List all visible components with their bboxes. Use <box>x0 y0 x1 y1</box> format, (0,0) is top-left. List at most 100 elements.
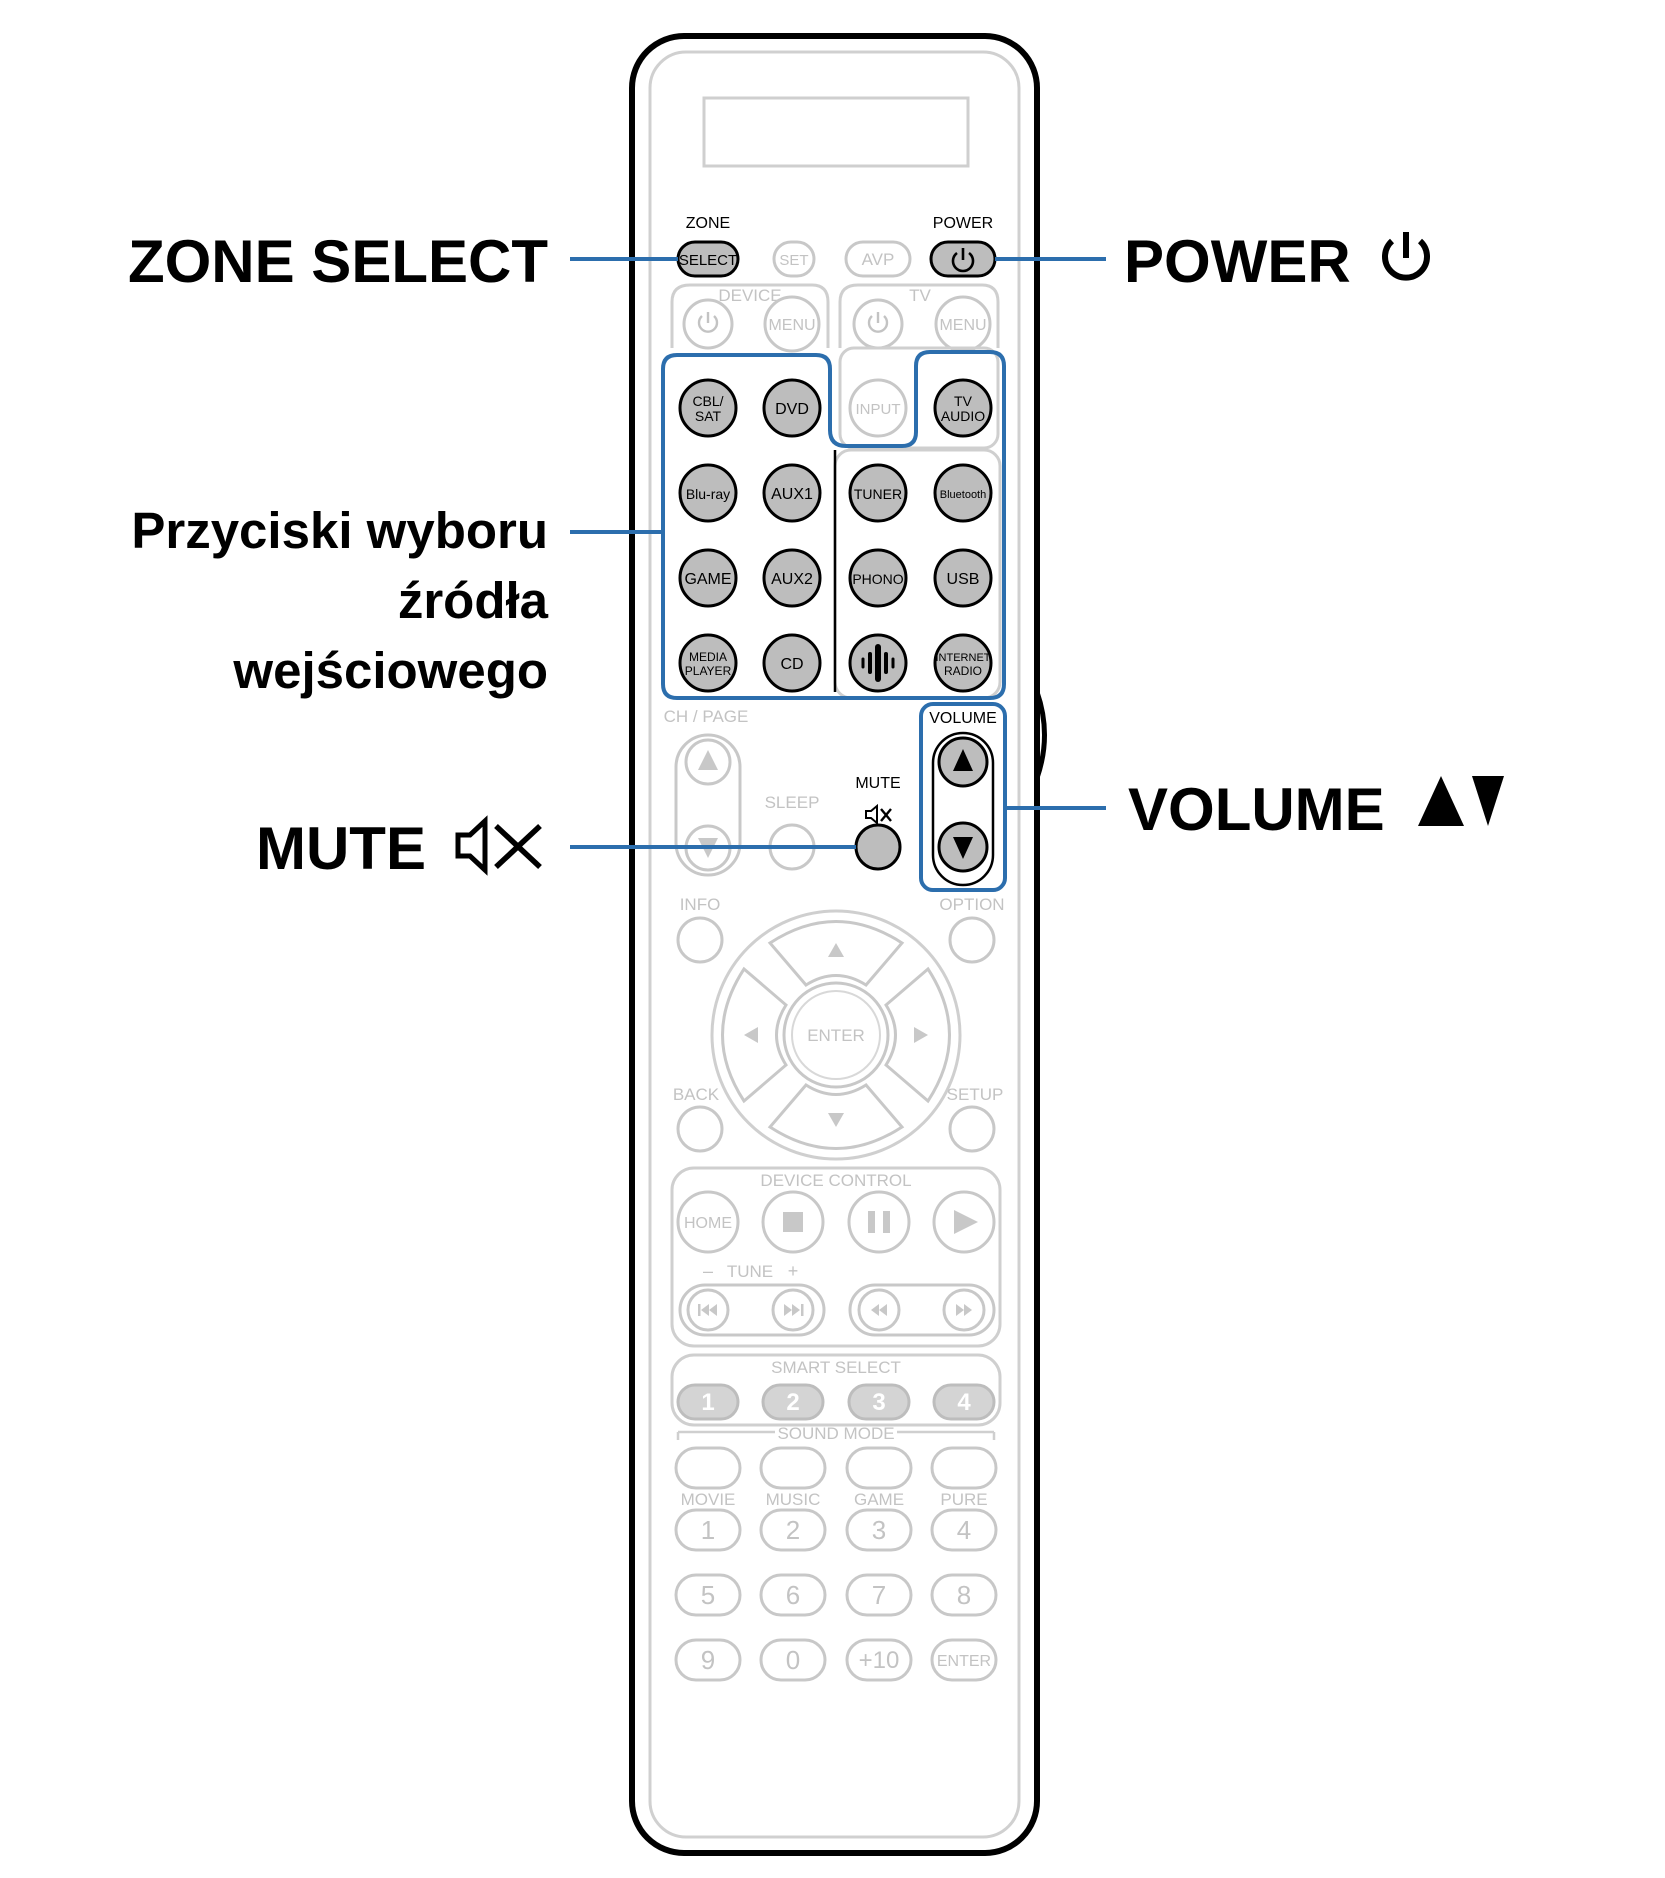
bluray-button[interactable]: Blu-ray <box>678 463 738 523</box>
key-enter-label: ENTER <box>937 1653 991 1670</box>
internet-radio-label-1: INTERNET <box>936 652 991 664</box>
cbl-sat-button[interactable]: CBL/ SAT <box>678 378 738 438</box>
key-6[interactable] <box>759 1573 827 1617</box>
cbl-sat-label-1: CBL/ <box>692 393 723 409</box>
phono-label: PHONO <box>852 571 903 587</box>
game-label: GAME <box>684 571 731 588</box>
smart-select-label: SMART SELECT <box>771 1358 901 1377</box>
fast-forward-icon <box>956 1304 972 1316</box>
media-player-button[interactable]: MEDIA PLAYER <box>678 633 738 693</box>
key-9-label: 9 <box>701 1645 715 1675</box>
volume-rocker[interactable] <box>931 731 995 887</box>
game-mode-button[interactable] <box>845 1446 913 1490</box>
movie-label: MOVIE <box>681 1490 736 1509</box>
power-callout: POWER <box>1124 228 1351 295</box>
power-button[interactable] <box>929 240 997 278</box>
up-arrow-icon <box>828 943 844 957</box>
play-icon <box>954 1210 978 1234</box>
input-source-callout-line2: źródła <box>398 572 549 629</box>
smart-select-3-button[interactable]: 3 <box>847 1383 911 1421</box>
play-button[interactable] <box>932 1190 996 1254</box>
power-icon <box>867 312 889 333</box>
heos-button[interactable] <box>848 633 908 693</box>
power-icon <box>697 312 719 333</box>
previous-button[interactable] <box>686 1288 730 1332</box>
key-0[interactable] <box>759 1638 827 1682</box>
enter-button[interactable] <box>782 981 890 1089</box>
bluetooth-button[interactable]: Bluetooth <box>933 463 993 523</box>
avp-button[interactable]: AVP <box>844 240 912 278</box>
ch-page-rocker[interactable] <box>674 733 742 877</box>
power-icon <box>951 248 975 273</box>
home-button[interactable]: HOME <box>676 1190 740 1254</box>
device-power-button[interactable] <box>682 298 734 350</box>
tv-menu-button[interactable]: MENU <box>934 295 992 353</box>
rewind-button[interactable] <box>857 1288 901 1332</box>
internet-radio-button[interactable]: INTERNET RADIO <box>933 633 993 693</box>
usb-button[interactable]: USB <box>933 548 993 608</box>
skip-forward-icon <box>784 1304 804 1316</box>
left-arrow-icon <box>744 1027 758 1043</box>
tv-menu-label: MENU <box>939 317 986 334</box>
tuner-button[interactable]: TUNER <box>848 463 908 523</box>
pause-button[interactable] <box>847 1190 911 1254</box>
key-4-label: 4 <box>957 1515 971 1545</box>
mute-button[interactable] <box>854 823 902 871</box>
key-enter[interactable] <box>930 1638 998 1682</box>
pure-label: PURE <box>940 1490 987 1509</box>
zone-label: ZONE <box>686 215 730 232</box>
tv-power-button[interactable] <box>852 298 904 350</box>
avp-button-label: AVP <box>862 250 895 269</box>
device-menu-button[interactable]: MENU <box>763 295 821 353</box>
phono-button[interactable]: PHONO <box>848 548 908 608</box>
mute-icon <box>455 815 542 876</box>
key-9[interactable] <box>674 1638 742 1682</box>
key-1[interactable] <box>674 1508 742 1552</box>
media-player-label-1: MEDIA <box>689 650 727 664</box>
keypad: 1 2 3 4 5 6 7 8 9 0 +10 ENTER <box>674 1508 998 1682</box>
smart-select-1-button[interactable]: 1 <box>676 1383 740 1421</box>
key-4[interactable] <box>930 1508 998 1552</box>
device-control-label: DEVICE CONTROL <box>760 1171 911 1190</box>
info-button[interactable] <box>676 916 724 964</box>
info-label: INFO <box>680 895 721 914</box>
back-label: BACK <box>673 1085 720 1104</box>
smart-select-2-label: 2 <box>786 1389 799 1416</box>
tv-audio-label-1: TV <box>954 393 973 409</box>
key-2[interactable] <box>759 1508 827 1552</box>
key-plus10[interactable] <box>845 1638 913 1682</box>
game-button[interactable]: GAME <box>678 548 738 608</box>
skip-back-icon <box>698 1304 717 1316</box>
game-mode-label: GAME <box>854 1490 904 1509</box>
smart-select-2-button[interactable]: 2 <box>761 1383 825 1421</box>
key-5[interactable] <box>674 1573 742 1617</box>
stop-button[interactable] <box>761 1190 825 1254</box>
input-button[interactable]: INPUT <box>848 378 908 438</box>
aux2-button[interactable]: AUX2 <box>762 548 822 608</box>
setup-button[interactable] <box>948 1105 996 1153</box>
aux2-label: AUX2 <box>771 571 813 588</box>
key-8[interactable] <box>930 1573 998 1617</box>
smart-select-4-button[interactable]: 4 <box>932 1383 996 1421</box>
aux1-label: AUX1 <box>771 486 813 503</box>
fast-forward-button[interactable] <box>942 1288 986 1332</box>
pure-button[interactable] <box>930 1446 998 1490</box>
tv-audio-label-2: AUDIO <box>941 408 985 424</box>
back-button[interactable] <box>676 1105 724 1153</box>
aux1-button[interactable]: AUX1 <box>762 463 822 523</box>
key-7[interactable] <box>845 1573 913 1617</box>
cd-button[interactable]: CD <box>762 633 822 693</box>
music-button[interactable] <box>759 1446 827 1490</box>
zone-select-button[interactable]: SELECT <box>676 240 740 278</box>
movie-button[interactable] <box>674 1446 742 1490</box>
dvd-button[interactable]: DVD <box>762 378 822 438</box>
set-button[interactable]: SET <box>772 240 816 278</box>
option-button[interactable] <box>948 916 996 964</box>
internet-radio-label-2: RADIO <box>944 664 982 678</box>
next-button[interactable] <box>771 1288 815 1332</box>
tv-audio-button[interactable]: TV AUDIO <box>933 378 993 438</box>
remote-display <box>702 96 970 168</box>
key-3[interactable] <box>845 1508 913 1552</box>
up-arrow-icon <box>698 750 718 770</box>
